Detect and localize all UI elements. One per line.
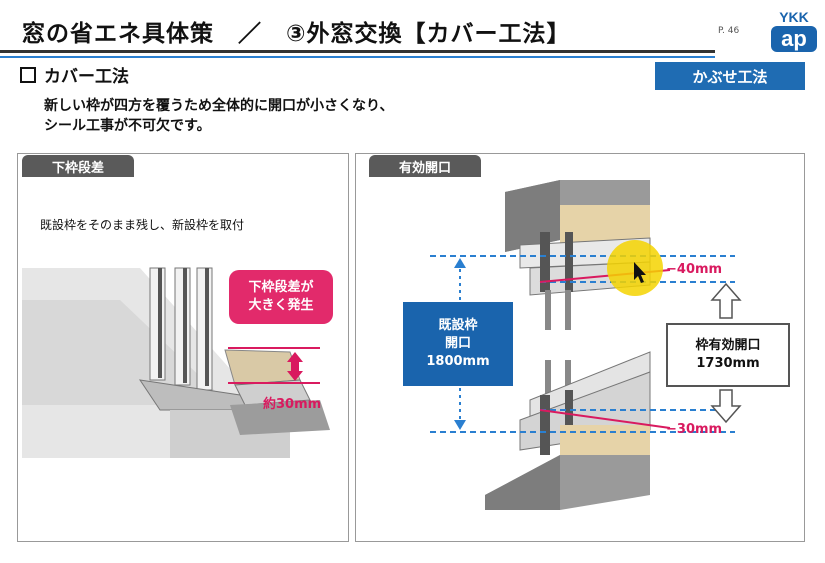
header-accent-rule [0, 56, 715, 58]
existing-opening-line-2: 開口 [444, 336, 471, 351]
method-tag: かぶせ工法 [655, 62, 805, 90]
bottom-reduction-label: −30mm [666, 422, 723, 437]
description-line-1: 新しい枠が四方を覆うため全体的に開口が小さくなり、 [44, 98, 394, 114]
right-window-illustration [430, 180, 742, 510]
left-panel-caption: 既設枠をそのまま残し、新設枠を取付 [40, 218, 245, 232]
company-logo: YKK ap [768, 8, 820, 54]
logo-text-bottom: ap [781, 26, 807, 51]
effective-opening-label: 枠有効開口 [695, 338, 761, 353]
header-rule [0, 50, 715, 53]
description-line-2: シール工事が不可欠です。 [44, 118, 211, 134]
sill-step-callout-line-1: 下枠段差が [248, 280, 314, 295]
page-number: P. 46 [718, 26, 740, 36]
right-panel-tab: 有効開口 [369, 155, 481, 177]
sill-step-dimension: 約30mm [263, 397, 322, 412]
top-reduction-label: −40mm [666, 262, 723, 277]
effective-opening-value: 1730mm [696, 356, 760, 371]
section-title: カバー工法 [20, 62, 129, 87]
left-panel-tab: 下枠段差 [22, 155, 134, 177]
existing-opening-line-1: 既設枠 [438, 318, 478, 333]
sill-step-callout: 下枠段差が 大きく発生 [229, 270, 333, 324]
left-sill-illustration [22, 267, 330, 458]
effective-opening-box: 枠有効開口 1730mm [666, 323, 790, 387]
square-bullet-icon [20, 67, 36, 83]
page-title: 窓の省エネ具体策 ／ ③外窓交換【カバー工法】 [22, 21, 571, 47]
logo-badge [771, 26, 817, 52]
sill-step-callout-line-2: 大きく発生 [248, 298, 314, 313]
section-title-text: カバー工法 [44, 67, 129, 87]
logo-text-top: YKK [779, 9, 809, 25]
mouse-pointer-icon [634, 262, 646, 283]
existing-opening-box: 既設枠 開口 1800mm [403, 302, 513, 386]
existing-opening-value: 1800mm [426, 354, 490, 369]
description: 新しい枠が四方を覆うため全体的に開口が小さくなり、 シール工事が不可欠です。 [44, 96, 393, 136]
